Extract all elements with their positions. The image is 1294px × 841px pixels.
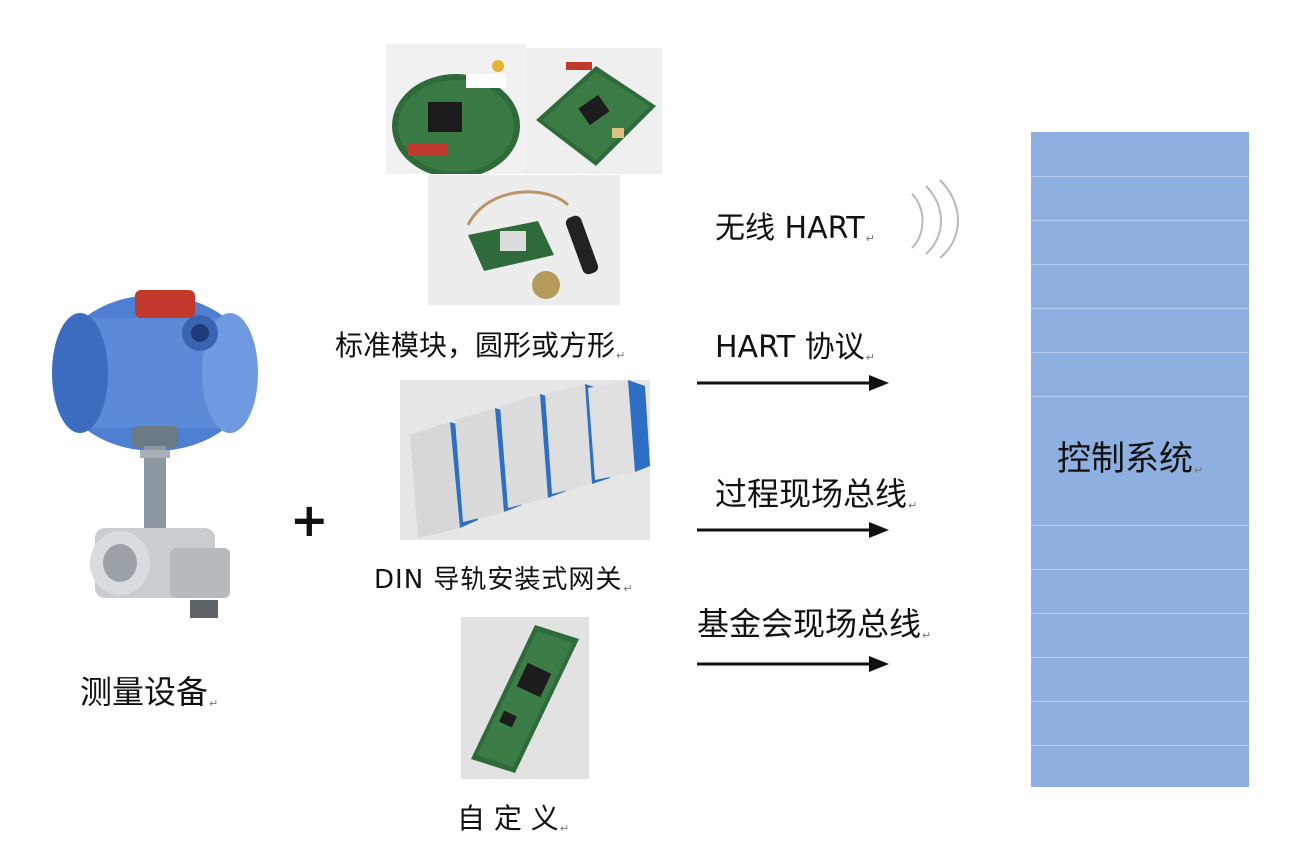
control-system-stripe [1031, 352, 1249, 353]
process-fieldbus-label: 过程现场总线↵ [715, 478, 917, 511]
din-rail-gateways-photo [400, 380, 650, 540]
control-system-box: 控制系统↵ [1031, 132, 1249, 787]
wireless-waves-icon [911, 179, 959, 258]
custom-label: 自 定 义↵ [457, 802, 570, 835]
process-fieldbus-label-text: 过程现场总线 [715, 475, 908, 513]
control-system-stripe [1031, 264, 1249, 265]
din-rail-gateways-illustration [410, 380, 650, 538]
control-system-stripe [1031, 613, 1249, 614]
din-gateway-label-text: DIN 导轨安装式网关 [374, 565, 623, 595]
standard-module-label: 标准模块，圆形或方形↵ [335, 329, 626, 362]
paragraph-mark-icon: ↵ [922, 629, 932, 642]
hart-protocol-label-text: HART 协议 [715, 330, 865, 365]
right-arrow-icon [697, 375, 889, 391]
control-system-stripe [1031, 745, 1249, 746]
wireless-module-photo [428, 175, 620, 305]
paragraph-mark-icon: ↵ [616, 349, 626, 362]
foundation-fieldbus-label-text: 基金会现场总线 [697, 605, 922, 643]
wireless-hart-label-text: 无线 HART [715, 211, 865, 246]
custom-pcb-photo [461, 617, 589, 779]
right-arrow-icon [697, 522, 889, 538]
plus-sign: + [290, 493, 329, 547]
standard-module-label-text: 标准模块，圆形或方形 [335, 329, 616, 362]
round-pcb-photo [386, 44, 526, 174]
device-label: 测量设备↵ [80, 676, 218, 709]
hart-protocol-label: HART 协议↵ [715, 330, 875, 365]
paragraph-mark-icon: ↵ [865, 351, 875, 364]
square-pcb-photo [526, 48, 662, 174]
custom-label-text: 自 定 义 [457, 802, 559, 835]
custom-pcb-illustration [471, 625, 579, 773]
control-system-stripe [1031, 525, 1249, 526]
paragraph-mark-icon: ↵ [209, 697, 219, 710]
control-system-stripe [1031, 569, 1249, 570]
foundation-fieldbus-label: 基金会现场总线↵ [697, 608, 931, 641]
right-arrow-icon [697, 656, 889, 672]
control-system-stripe [1031, 308, 1249, 309]
paragraph-mark-icon: ↵ [908, 499, 918, 512]
paragraph-mark-icon: ↵ [865, 232, 875, 245]
paragraph-mark-icon: ↵ [559, 822, 570, 835]
control-system-stripe [1031, 396, 1249, 397]
device-label-text: 测量设备 [80, 673, 209, 711]
paragraph-mark-icon: ↵ [1194, 464, 1204, 477]
control-system-label: 控制系统↵ [1057, 442, 1203, 476]
din-gateway-label: DIN 导轨安装式网关↵ [374, 567, 634, 594]
wireless-hart-label: 无线 HART↵ [715, 211, 875, 246]
flowmeter-photo [40, 278, 270, 640]
control-system-stripe [1031, 657, 1249, 658]
control-system-stripe [1031, 220, 1249, 221]
round-pcb-illustration [392, 60, 520, 174]
square-pcb-illustration [536, 62, 656, 166]
paragraph-mark-icon: ↵ [623, 582, 634, 595]
control-system-stripe [1031, 176, 1249, 177]
flowmeter-illustration [52, 290, 258, 618]
control-system-label-text: 控制系统 [1057, 439, 1193, 479]
control-system-stripe [1031, 701, 1249, 702]
wireless-module-illustration [466, 190, 599, 299]
din-module-5 [588, 380, 650, 480]
